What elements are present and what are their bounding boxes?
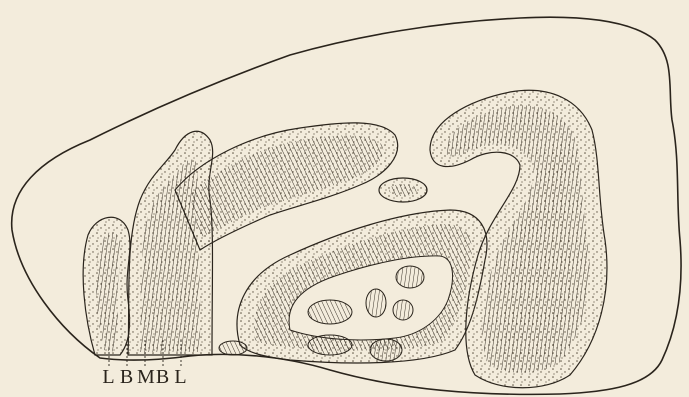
layer-label-b2: B xyxy=(155,366,171,389)
layer-label-b1: B xyxy=(119,366,135,389)
island-3 xyxy=(366,289,386,317)
layer-label-m: M xyxy=(137,366,153,389)
layer-labels: L B M B L xyxy=(101,366,189,389)
island-7 xyxy=(219,341,247,355)
island-2 xyxy=(308,300,352,324)
layer-label-l1: L xyxy=(101,366,117,389)
layer-label-l2: L xyxy=(173,366,189,389)
island-5 xyxy=(308,335,352,355)
island-6 xyxy=(370,339,402,361)
island-4 xyxy=(393,300,413,320)
island-1 xyxy=(396,266,424,288)
